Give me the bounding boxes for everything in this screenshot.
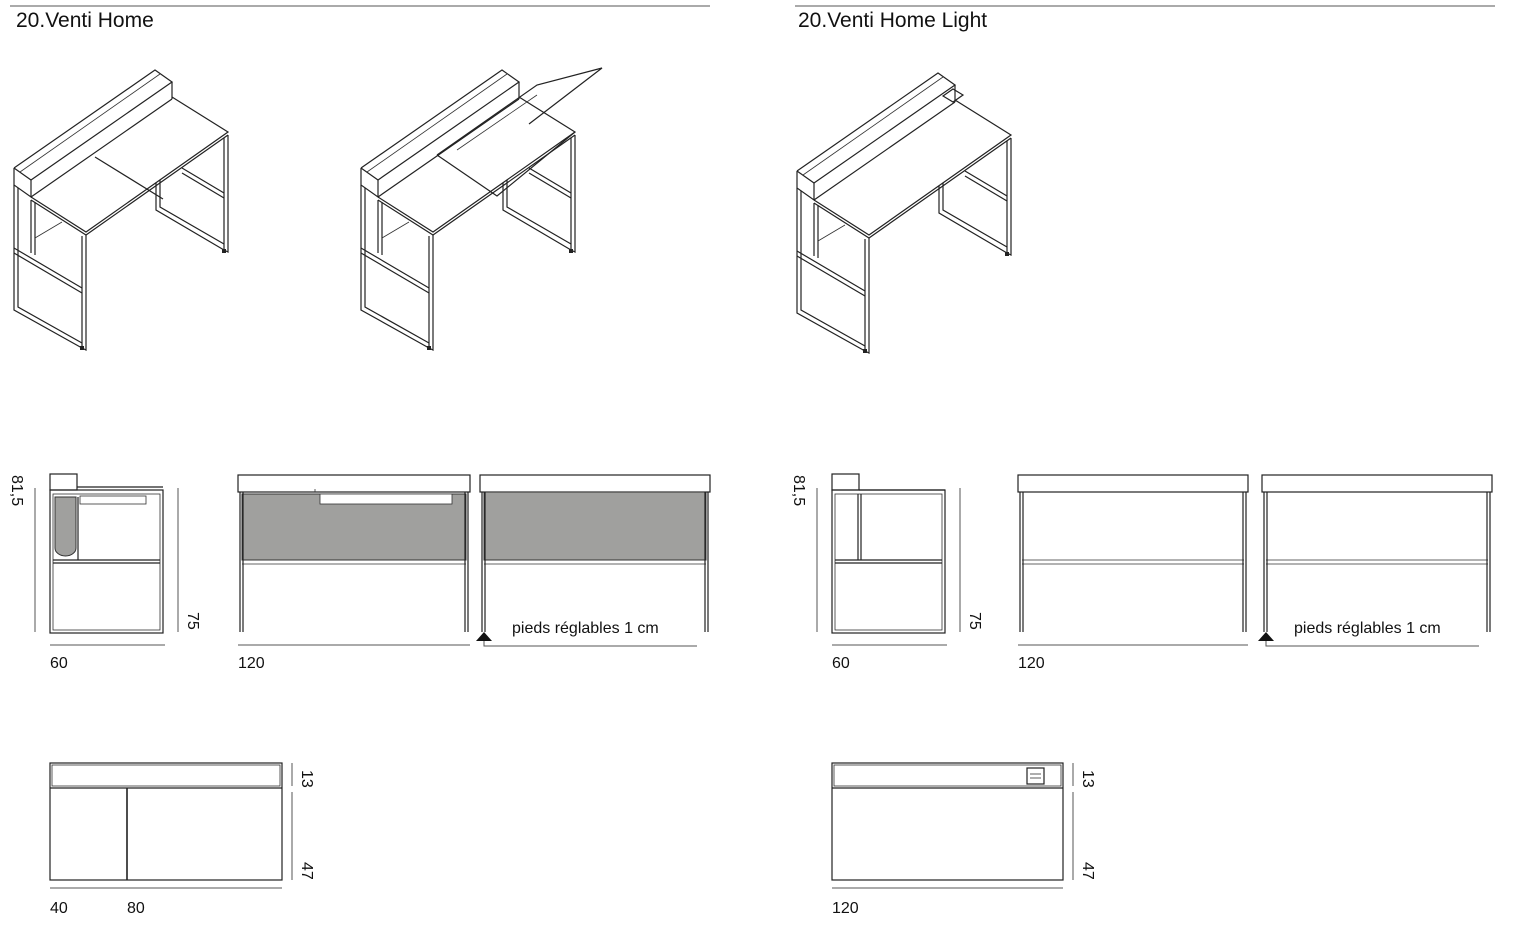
front-view: 120 <box>237 474 471 672</box>
dim-segment-left: 40 <box>50 900 68 917</box>
dim-height-total: 81,5 <box>8 475 25 506</box>
dim-hutch-depth: 13 <box>298 770 315 788</box>
adjustable-foot-icon <box>1258 632 1274 641</box>
adjustable-foot-icon <box>476 632 492 641</box>
socket-icon <box>1026 767 1045 785</box>
dim-width: 120 <box>1018 655 1045 672</box>
section-title: 20.Venti Home Light <box>798 9 987 32</box>
dim-top-depth: 47 <box>1079 862 1096 880</box>
feet-note: pieds réglables 1 cm <box>1294 620 1441 637</box>
plan-view: 13 47 120 <box>831 762 1096 917</box>
isometric-view-closed <box>13 69 229 351</box>
dim-depth: 60 <box>832 655 850 672</box>
front-view: 120 <box>1017 474 1249 672</box>
dim-segment-right: 80 <box>127 900 145 917</box>
dim-hutch-depth: 13 <box>1079 770 1096 788</box>
section-venti-home-light: 20.Venti Home Light 81,5 75 60 <box>790 5 1495 917</box>
plan-view: 13 47 40 80 <box>49 762 315 917</box>
dim-width: 120 <box>238 655 265 672</box>
dim-width-plan: 120 <box>832 900 859 917</box>
isometric-view-open <box>360 67 603 351</box>
dim-height: 75 <box>966 612 983 630</box>
dim-top-depth: 47 <box>298 862 315 880</box>
dim-depth: 60 <box>50 655 68 672</box>
side-view: 81,5 75 60 <box>8 473 201 672</box>
dim-height-total: 81,5 <box>790 475 807 506</box>
feet-note: pieds réglables 1 cm <box>512 620 659 637</box>
back-view: pieds réglables 1 cm <box>1258 474 1493 647</box>
isometric-view <box>796 72 1012 354</box>
section-venti-home: 20.Venti Home 81,5 75 60 <box>8 5 711 917</box>
section-title: 20.Venti Home <box>16 9 154 32</box>
back-view: pieds réglables 1 cm <box>476 474 711 647</box>
dim-height: 75 <box>184 612 201 630</box>
side-view: 81,5 75 60 <box>790 473 983 672</box>
socket-icon <box>941 88 965 103</box>
